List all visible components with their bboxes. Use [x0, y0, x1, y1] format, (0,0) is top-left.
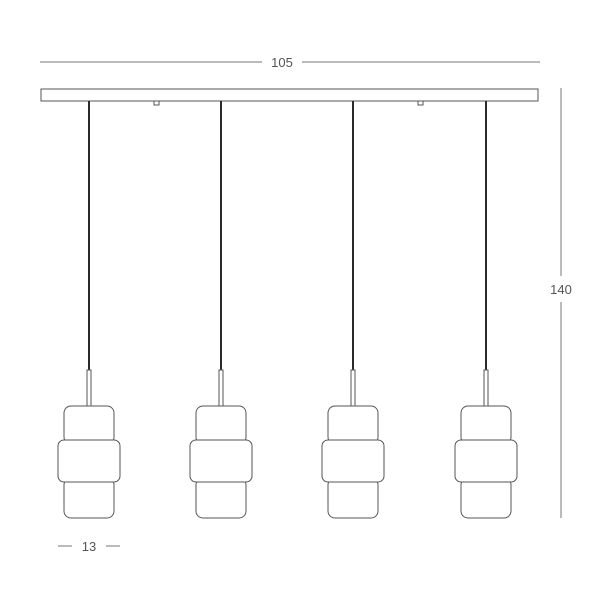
shade-upper-section [327, 405, 379, 445]
height-label: 140 [550, 282, 572, 297]
pendant-group [57, 101, 518, 519]
width-dimension: 105 [40, 55, 540, 70]
shade-middle-band [321, 439, 385, 483]
shade-width-dimension: 13 [58, 539, 120, 554]
ceiling-canopy-bar [40, 88, 539, 106]
pendant-cable-sleeve [483, 369, 489, 407]
pendant-cable-sleeve [350, 369, 356, 407]
shade-lower-section [460, 477, 512, 519]
shade-middle-band [454, 439, 518, 483]
shade-upper-section [63, 405, 115, 445]
width-label: 105 [271, 55, 293, 70]
canopy-mount-right [417, 100, 424, 106]
shade-lower-section [195, 477, 247, 519]
canopy-mount-left [153, 100, 160, 106]
pendant-cable-sleeve [86, 369, 92, 407]
pendant-2 [189, 101, 253, 519]
height-dimension: 140 [550, 88, 572, 518]
shade-upper-section [195, 405, 247, 445]
pendant-4 [454, 101, 518, 519]
shade-middle-band [57, 439, 121, 483]
shade-width-label: 13 [82, 539, 96, 554]
pendant-3 [321, 101, 385, 519]
pendant-1 [57, 101, 121, 519]
shade-lower-section [63, 477, 115, 519]
shade-upper-section [460, 405, 512, 445]
shade-middle-band [189, 439, 253, 483]
pendant-cable-sleeve [218, 369, 224, 407]
canopy-rect [40, 88, 539, 102]
shade-lower-section [327, 477, 379, 519]
